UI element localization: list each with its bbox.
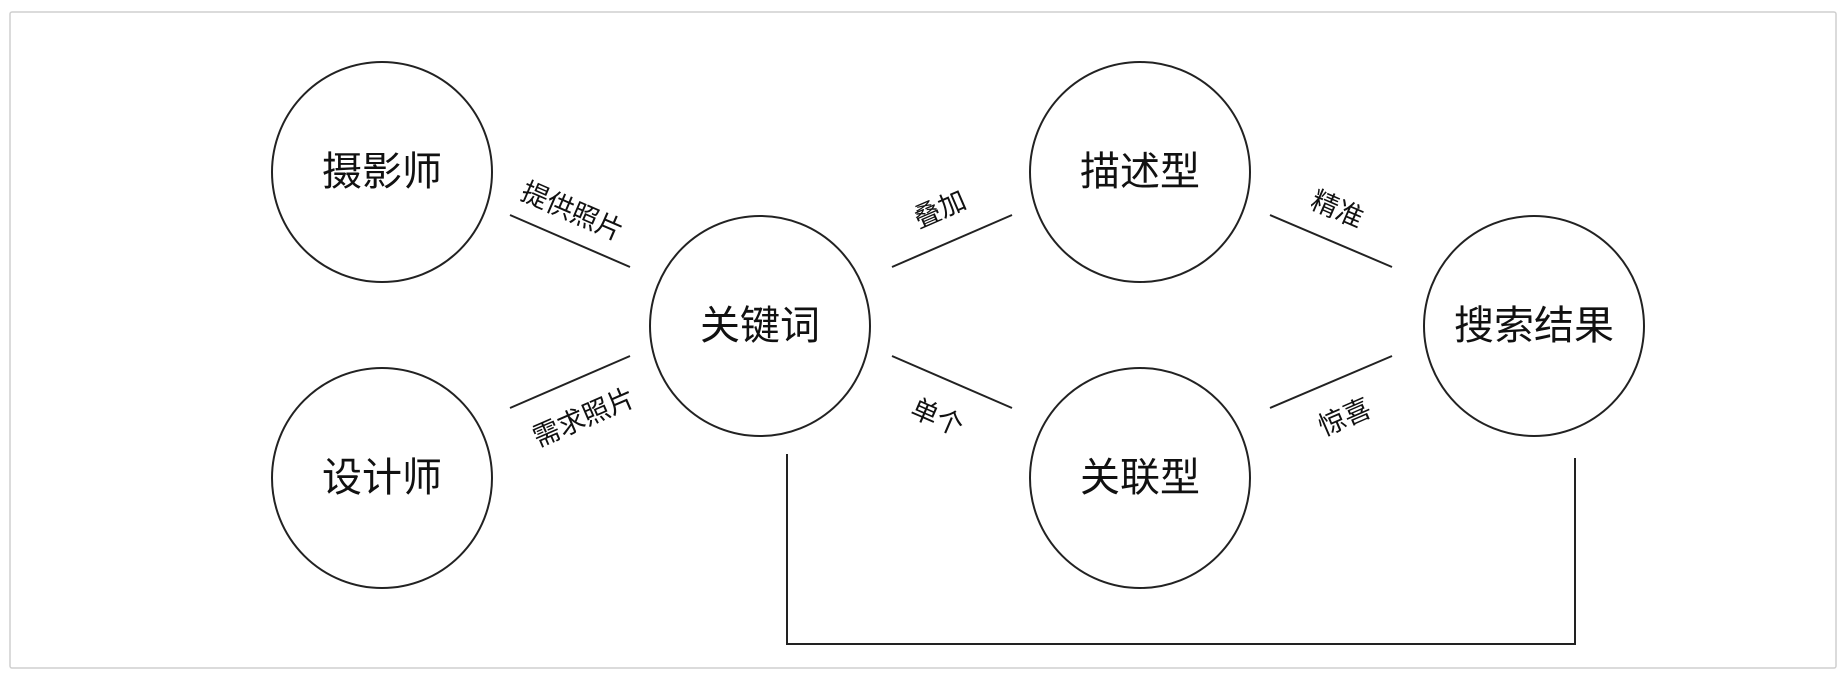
- node-descriptive-label: 描述型: [1080, 149, 1200, 195]
- node-associative-circle: [1029, 367, 1251, 589]
- node-photographer: 摄影师: [271, 61, 493, 283]
- edge-descriptive-result: [1269, 214, 1393, 268]
- node-search-result-circle: [1423, 215, 1645, 437]
- node-keyword-label: 关键词: [700, 303, 820, 349]
- edge-keyword-descriptive: [891, 214, 1013, 268]
- node-designer-label: 设计师: [322, 455, 442, 501]
- node-photographer-circle: [271, 61, 493, 283]
- node-search-result: 搜索结果: [1423, 215, 1645, 437]
- edge-keyword-result-loop: [786, 454, 1576, 645]
- edge-photographer-keyword: [509, 214, 631, 268]
- node-associative: 关联型: [1029, 367, 1251, 589]
- node-keyword: 关键词: [649, 215, 871, 437]
- node-descriptive-circle: [1029, 61, 1251, 283]
- node-keyword-circle: [649, 215, 871, 437]
- node-photographer-label: 摄影师: [322, 149, 442, 195]
- edge-associative-result: [1269, 355, 1393, 409]
- node-search-result-label: 搜索结果: [1454, 303, 1614, 349]
- node-designer-circle: [271, 367, 493, 589]
- node-associative-label: 关联型: [1080, 455, 1200, 501]
- edge-keyword-associative: [891, 355, 1013, 409]
- node-descriptive: 描述型: [1029, 61, 1251, 283]
- edge-designer-keyword: [509, 355, 631, 409]
- node-designer: 设计师: [271, 367, 493, 589]
